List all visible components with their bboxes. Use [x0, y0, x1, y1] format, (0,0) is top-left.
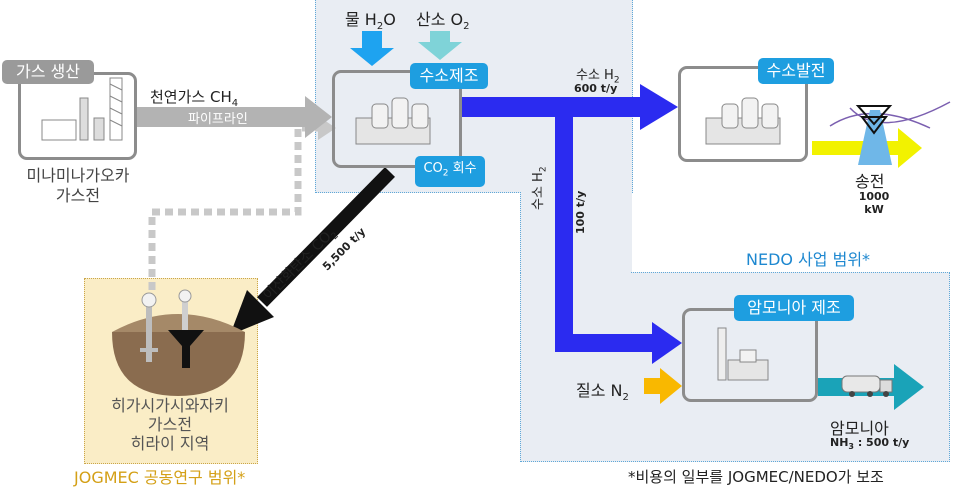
ammonia-plant-icon: [717, 327, 769, 381]
injection-well-icon: [112, 289, 245, 396]
nedo-scope-label: NEDO 사업 범위*: [746, 250, 871, 269]
hydrogen-down-label: 수소 H2: [531, 166, 549, 210]
ammonia-arrow-head: [894, 364, 924, 410]
ammonia-production-box: [682, 308, 818, 402]
hydrogen-down-flow: [555, 97, 573, 352]
hydrogen-top-amount: 600 t/y: [574, 82, 618, 95]
oxygen-label: 산소 O2: [416, 10, 470, 33]
natural-gas-pipeline-head: [305, 96, 332, 138]
gas-field-box: [18, 72, 137, 160]
oxygen-arrow-head: [418, 42, 462, 60]
natural-gas-label: 천연가스 CH4: [150, 88, 239, 109]
power-arrow-head: [898, 128, 922, 168]
hydrogen-production-tag: 수소제조: [410, 63, 488, 89]
co2-arrow-head: [230, 290, 274, 335]
oxygen-arrow-shaft: [430, 31, 450, 45]
pipeline-label: 파이프라인: [188, 112, 248, 127]
power-generation-box: [678, 66, 808, 162]
tanker-truck-icon: [841, 375, 893, 397]
ammonia-production-tag: 암모니아 제조: [734, 295, 854, 321]
hydrogen-main-flow: [462, 97, 642, 117]
co2-recovery-tag: CO2 회수: [415, 156, 485, 187]
water-label: 물 H2O: [345, 10, 396, 33]
hydrogen-main-head: [640, 84, 678, 130]
nitrogen-arrow-head: [660, 368, 682, 404]
transmission-tower-icon: [829, 101, 951, 165]
ammonia-amount: NH3 : 500 t/y: [830, 436, 910, 452]
gas-field-name: 미나미나가오카 가스전: [26, 166, 130, 205]
nedo-region-connector: [520, 192, 632, 273]
gas-production-tag: 가스 생산: [2, 60, 94, 84]
ammonia-product-label: 암모니아: [830, 419, 889, 438]
power-transmission-label: 송전: [855, 172, 885, 191]
jogmec-scope-label: JOGMEC 공동연구 범위*: [74, 468, 246, 487]
water-arrow-head: [350, 48, 394, 66]
jogmec-site-name: 히가시가시와자키 가스전 히라이 지역: [111, 396, 229, 453]
water-arrow-shaft: [362, 31, 382, 51]
nitrogen-label: 질소 N2: [576, 381, 629, 404]
power-amount: 1000 kW: [858, 190, 890, 216]
hydrogen-down-amount: 100 t/y: [574, 190, 587, 234]
footnote: *비용의 일부를 JOGMEC/NEDO가 보조: [628, 468, 884, 486]
nedo-region-notch: [631, 272, 948, 274]
hydrogen-plant-icon: [355, 97, 431, 145]
gas-field-facility-icon: [41, 77, 123, 141]
hydrogen-branch-flow: [555, 334, 655, 352]
natural-gas-pipeline-shaft: [135, 107, 307, 127]
co2-arrow-shaft: [257, 167, 395, 307]
hydrogen-branch-head: [652, 322, 682, 364]
co2-return-pipeline: [148, 124, 318, 290]
hydrogen-production-box: [332, 70, 462, 168]
hydrogen-top-label: 수소 H2: [576, 68, 620, 86]
power-plant-icon: [705, 97, 781, 145]
power-generation-tag: 수소발전: [758, 58, 834, 84]
